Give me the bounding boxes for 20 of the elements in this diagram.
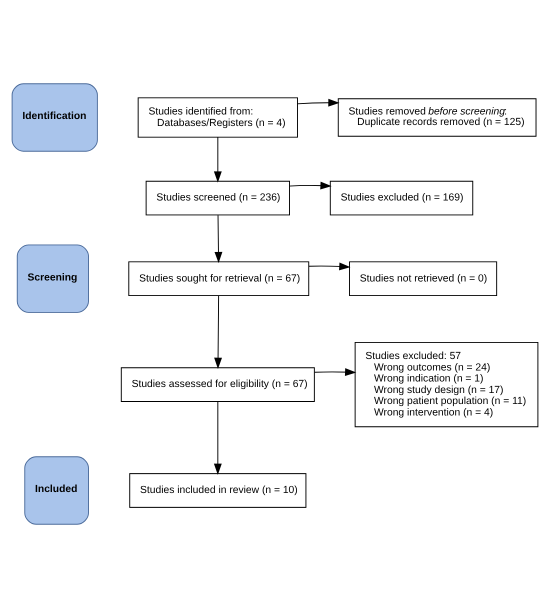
node-box: Studies assessed for eligibility (n = 67) [120,366,315,402]
node-box: Identification [12,82,98,152]
arrow [314,368,356,376]
arrow [297,98,340,106]
arrow [289,181,332,190]
node-box: Studies excluded: 57 Wrong outcomes (n = 24) Wrong indication (n = 1) Wrong study design (n = 17) Wrong patient population (n = 11) Wrong intervention (n = 4) [354,341,538,427]
node-box: Screening [16,244,89,312]
node-box: Studies screened (n = 236) [146,180,290,215]
arrow [214,136,222,182]
node-box: Studies included in review (n = 10) [129,472,306,508]
node-box: Studies removed before screening: Duplicate records removed (n = 125) [338,98,536,136]
node-box: Studies excluded (n = 169) [330,180,474,215]
arrow [214,214,222,263]
node-box: Studies not retrieved (n = 0) [349,260,498,296]
arrow [214,294,222,368]
node-box: Studies identified from: Databases/Registers (n = 4) [138,96,298,138]
arrow [214,400,222,474]
node-box: Studies sought for retrieval (n = 67) [128,260,310,296]
arrow [308,262,350,270]
node-box: Included [24,456,89,524]
